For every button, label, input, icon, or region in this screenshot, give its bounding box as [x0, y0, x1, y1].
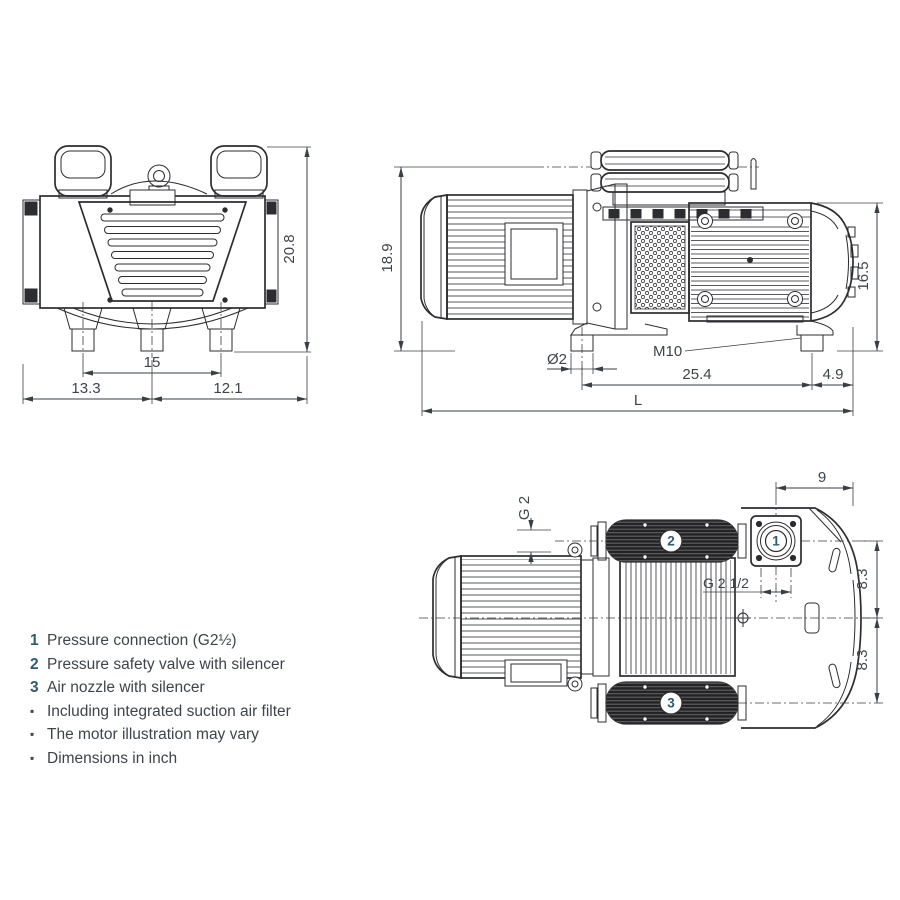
- legend-bullet-6: ▪: [30, 750, 35, 765]
- legend-item-3: 3 Air nozzle with silencer: [30, 676, 291, 700]
- pump-cylinder-side: [688, 202, 812, 322]
- legend-text-5: The motor illustration may vary: [47, 726, 259, 743]
- side-view-drawing: 18.9 16.5 M10 Ø2 25.4 4.9 L: [379, 150, 883, 416]
- dim-right-half: 12.1: [213, 380, 242, 397]
- legend-item-6: ▪ Dimensions in inch: [30, 747, 291, 771]
- thread-main-label: G 2 1/2: [703, 575, 749, 591]
- balloon-2-number: 2: [667, 534, 675, 549]
- pressure-connection-port: [750, 515, 802, 567]
- front-view-dimensions: 20.8 15 13.3 12.1: [22, 146, 311, 404]
- pump-body-front: [22, 189, 279, 309]
- side-view-dimensions: 18.9 16.5 M10 Ø2 25.4 4.9 L: [379, 166, 883, 416]
- intake-slot-row: [602, 206, 764, 221]
- legend-text-2: Pressure safety valve with silencer: [47, 655, 285, 673]
- front-view-drawing: 20.8 15 13.3 12.1: [22, 145, 311, 404]
- dim-overall-length: L: [634, 392, 642, 409]
- top-view-dimensions: 9 G 2 G 2 1/2 8.3 8.3 1 2 3: [516, 469, 883, 711]
- top-view-drawing: 9 G 2 G 2 1/2 8.3 8.3 1 2 3: [419, 469, 883, 729]
- balloon-1-marker: [764, 529, 788, 553]
- legend-text-4: Including integrated suction air filter: [47, 702, 291, 720]
- thread-small-label: G 2: [516, 496, 533, 520]
- legend-text-1: Pressure connection (G2½): [47, 632, 237, 649]
- balloon-3-marker: [659, 691, 683, 715]
- legend-item-2: 2 Pressure safety valve with silencer: [30, 653, 291, 677]
- dim-rear-offset: 4.9: [823, 366, 844, 383]
- legend-marker-2: 2: [30, 655, 39, 673]
- adapter-top: [567, 542, 610, 692]
- adapter-bracket-side: [586, 183, 628, 330]
- motor-side: [420, 189, 588, 325]
- end-cover-side: [810, 202, 859, 322]
- legend-marker-1: 1: [30, 632, 39, 649]
- legend-item-5: ▪ The motor illustration may vary: [30, 723, 291, 747]
- legend-bullet-5: ▪: [30, 727, 35, 741]
- dim-foot-span: 25.4: [682, 366, 711, 383]
- dim-foot-diameter: Ø2: [547, 351, 567, 368]
- m10-leader-line: [684, 337, 802, 352]
- thread-label-m10: M10: [653, 343, 682, 360]
- dim-lower-offset: 8.3: [854, 650, 871, 671]
- motor-top: [432, 554, 582, 687]
- legend-item-4: ▪ Including integrated suction air filte…: [30, 700, 291, 724]
- balloon-1-number: 1: [772, 534, 780, 549]
- centerlines: [419, 496, 883, 704]
- dim-side-height-left: 18.9: [379, 243, 396, 272]
- legend-text-3: Air nozzle with silencer: [47, 679, 205, 696]
- bottom-ports: [56, 302, 249, 358]
- dim-port-to-end: 9: [818, 469, 826, 486]
- legend: 1 Pressure connection (G2½) 2 Pressure s…: [30, 629, 291, 770]
- top-dome: [110, 180, 208, 195]
- legend-bullet-4: ▪: [30, 703, 35, 718]
- balloon-3-number: 3: [667, 696, 675, 711]
- dim-front-height: 20.8: [281, 234, 298, 263]
- legend-text-6: Dimensions in inch: [47, 749, 178, 767]
- legend-marker-3: 3: [30, 679, 39, 696]
- silencer-tubes-side: [590, 150, 757, 206]
- silencer-2: [590, 519, 747, 563]
- silencer-3: [590, 681, 747, 725]
- louver-vent-panel: [77, 201, 248, 302]
- dim-upper-offset: 8.3: [854, 569, 871, 590]
- legend-item-1: 1 Pressure connection (G2½): [30, 629, 291, 653]
- honeycomb-grille: [630, 221, 690, 314]
- dim-left-half: 13.3: [71, 380, 100, 397]
- dim-side-height-right: 16.5: [855, 261, 872, 290]
- balloon-2-marker: [659, 529, 683, 553]
